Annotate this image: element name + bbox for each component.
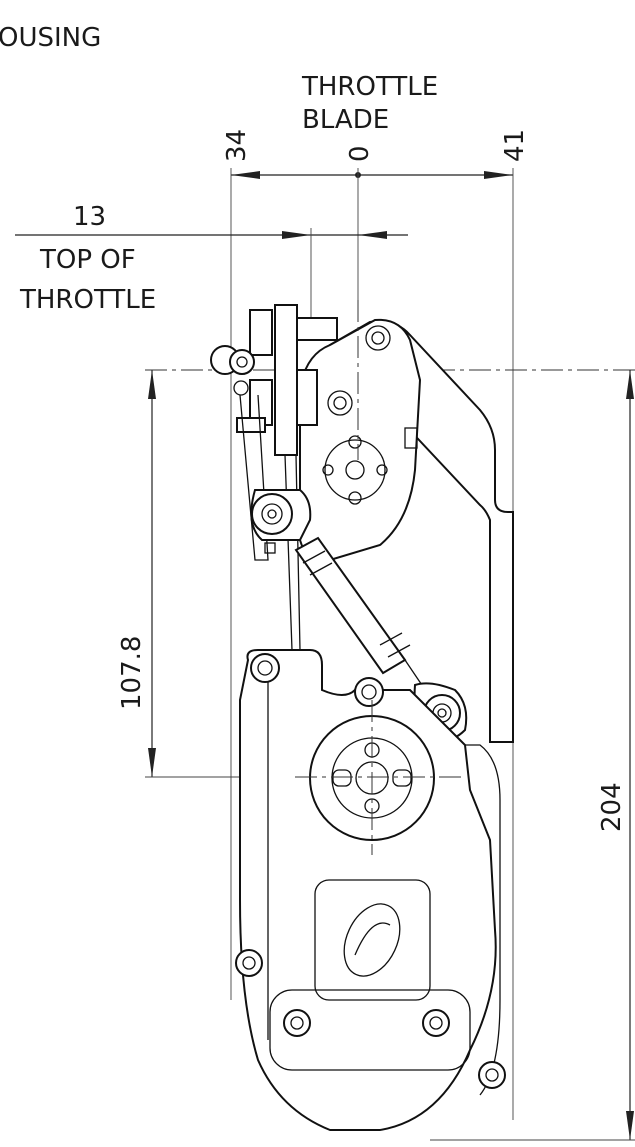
- dim-top-offset-value: 13: [73, 202, 106, 232]
- overall-height-dimension: [430, 370, 635, 1141]
- logo-plate: [314, 879, 431, 1001]
- upper-rod-end: [250, 489, 312, 554]
- dim-overall-height-value: 204: [597, 782, 627, 832]
- throttle-blade-label-line2: BLADE: [302, 105, 389, 135]
- throttle-lever-stack: [210, 304, 338, 651]
- upper-bracket: [299, 318, 422, 562]
- dim-right-offset-value: 41: [500, 129, 530, 162]
- top-of-throttle-dimension: [15, 228, 408, 330]
- housing-label: OUSING: [0, 23, 101, 53]
- top-of-throttle-label-line1: TOP OF: [39, 245, 136, 275]
- throttle-shaft-hub: [295, 700, 465, 855]
- top-of-throttle-label-line2: THROTTLE: [19, 285, 156, 315]
- dim-arm-height-value: 107.8: [117, 636, 147, 710]
- throttle-blade-label-line1: THROTTLE: [301, 72, 438, 102]
- dim-left-offset-value: 34: [222, 129, 252, 162]
- dim-blade-zero-value: 0: [345, 145, 375, 162]
